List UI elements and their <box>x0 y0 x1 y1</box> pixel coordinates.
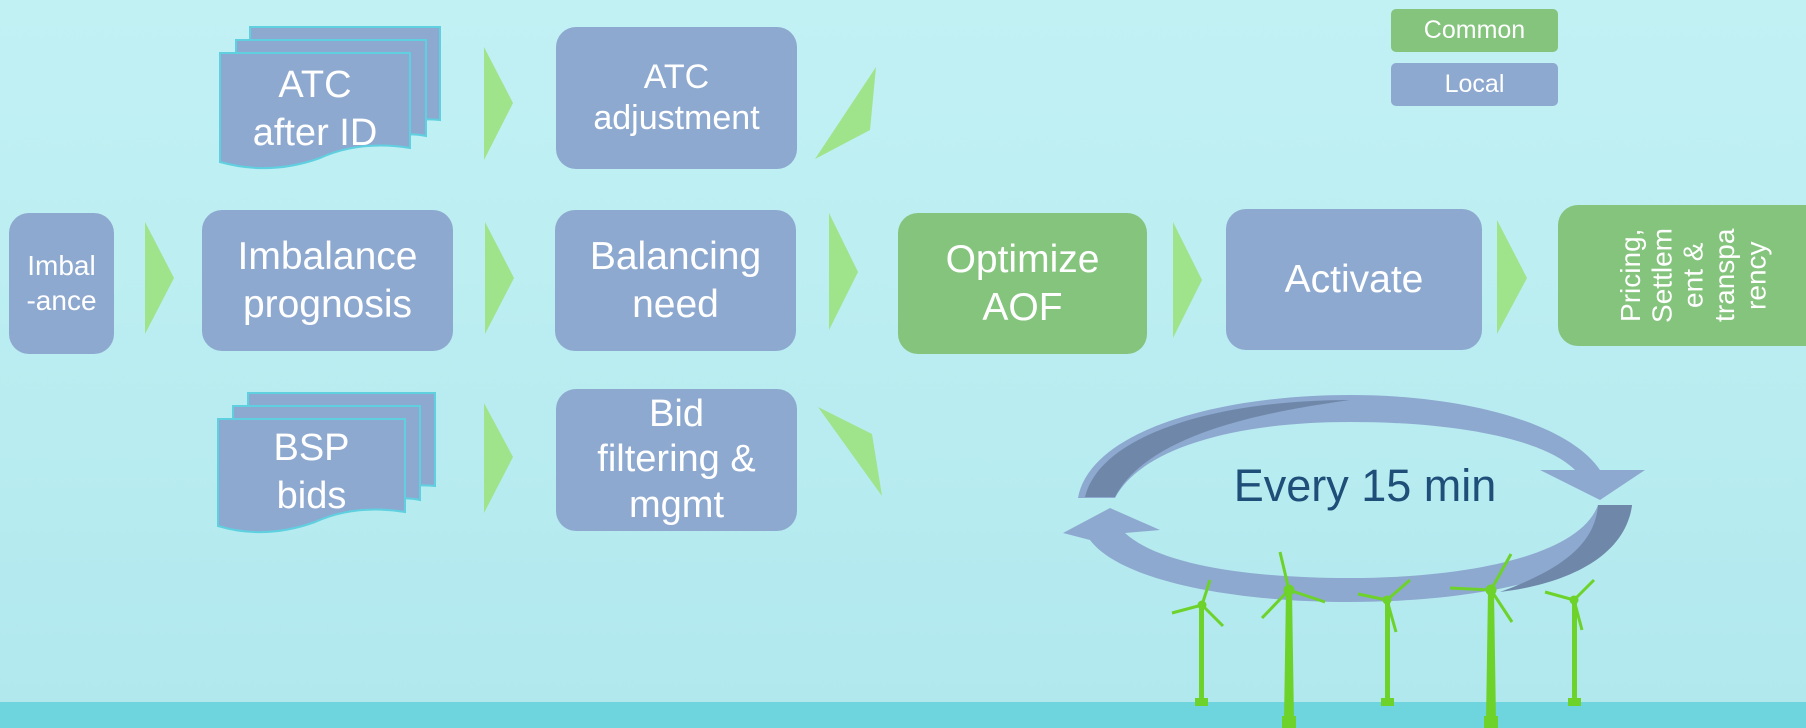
arrow-3 <box>829 213 858 330</box>
legend-common: Common <box>1391 9 1558 52</box>
imbalance-node: Imbal -ance <box>9 213 114 354</box>
arrow-diag-down <box>818 407 882 496</box>
wind-turbines <box>1171 551 1596 728</box>
turbine-4 <box>1449 553 1514 728</box>
turbine-3 <box>1357 578 1411 706</box>
turbine-2 <box>1260 551 1326 728</box>
activate-node: Activate <box>1226 209 1482 350</box>
ground-strip <box>0 702 1806 728</box>
bsp-bids-label: BSP bids <box>273 427 350 517</box>
cycle-label: Every 15 min <box>1233 460 1497 511</box>
optimize-aof-node: Optimize AOF <box>898 213 1147 354</box>
atc-after-id-document-stack <box>219 26 441 170</box>
arrow-atc-row <box>484 47 513 160</box>
turbine-5 <box>1544 578 1596 706</box>
flow-arrows <box>145 47 1527 513</box>
atc-adjustment-node: ATC adjustment <box>556 27 797 169</box>
balancing-need-node: Balancing need <box>555 210 796 351</box>
turbine-1 <box>1171 579 1225 706</box>
bsp-bids-document-stack <box>217 392 436 534</box>
arrow-4 <box>1173 222 1202 338</box>
arrow-2 <box>485 222 514 334</box>
atc-after-id-label: ATC after ID <box>252 64 378 154</box>
arrow-5 <box>1497 220 1527 334</box>
cycle-arrows <box>1063 395 1645 602</box>
imbalance-prognosis-node: Imbalance prognosis <box>202 210 453 351</box>
legend-local: Local <box>1391 63 1558 106</box>
bid-filtering-node: Bid filtering & mgmt <box>556 389 797 531</box>
pricing-settlement-label: Pricing, Settlem ent & transpa rency <box>1614 228 1772 323</box>
arrow-bsp-row <box>484 403 513 513</box>
arrow-diag-up <box>815 67 876 159</box>
pricing-settlement-node: Pricing, Settlem ent & transpa rency <box>1558 205 1806 346</box>
arrow-1 <box>145 222 174 334</box>
